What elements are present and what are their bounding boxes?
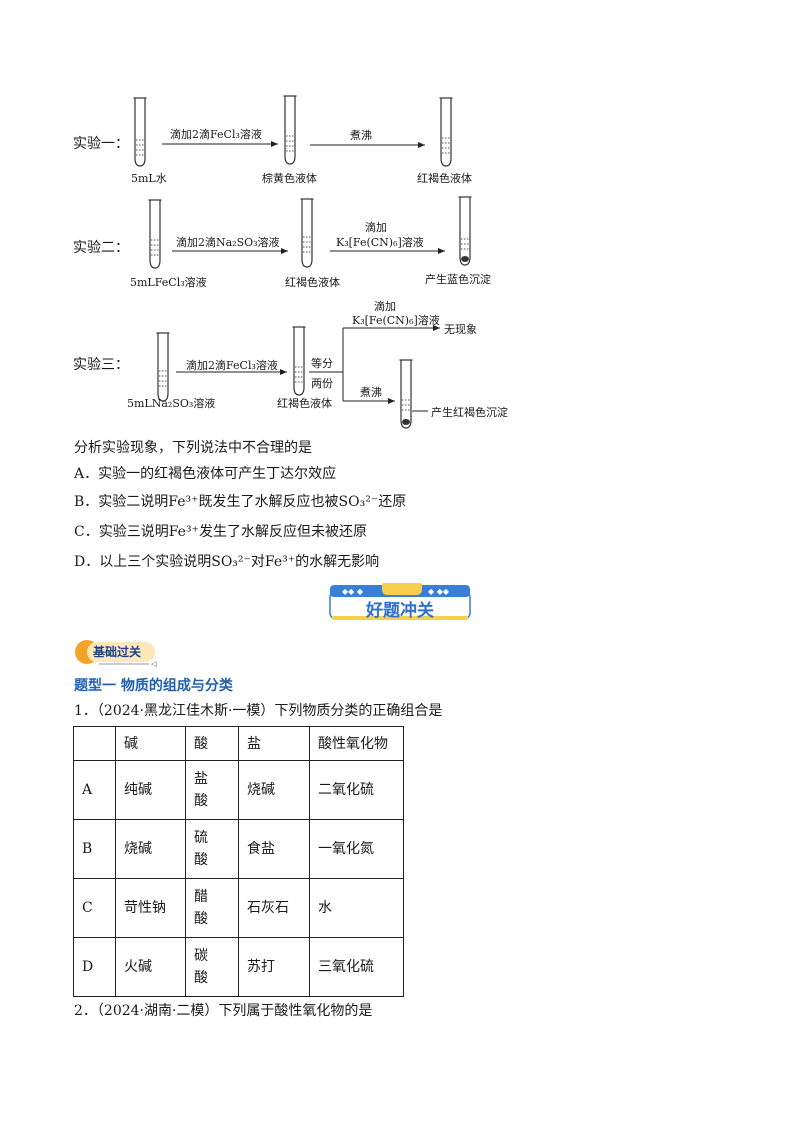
svg-text:◆ ◆◆: ◆ ◆◆: [428, 587, 450, 596]
exp2-arrow2-label-top: 滴加: [365, 221, 387, 234]
exp3-branch2-label: 煮沸: [360, 386, 382, 399]
section-badge-graphic: ◁: [75, 640, 157, 668]
table-cell: 火碱: [115, 937, 186, 997]
table-header-cell: [73, 726, 116, 761]
section-badge-title: 基础过关: [93, 645, 142, 659]
exp3-start-label: 5mLNa₂SO₃溶液: [127, 397, 216, 410]
table-header-cell: 盐: [238, 726, 310, 761]
exp2-end-label: 产生蓝色沉淀: [425, 273, 491, 286]
exp1-tube-start: [132, 97, 148, 167]
exp3-branch1-label-top: 滴加: [374, 300, 396, 313]
experiment-diagram: [132, 95, 473, 429]
table-cell: 石灰石: [238, 878, 310, 938]
table-cell: 食盐: [238, 819, 310, 879]
exp2-mid-label: 红褐色液体: [285, 276, 340, 289]
table-cell: 一氧化氮: [309, 819, 404, 879]
exp1-tube-mid: [282, 95, 298, 165]
banner-title: 好题冲关: [366, 601, 434, 621]
option-b: B．实验二说明Fe³⁺既发生了水解反应也被SO₃²⁻还原: [74, 494, 407, 510]
exp1-start-label: 5mL水: [131, 172, 167, 185]
exp3-branch1-result: 无现象: [444, 323, 477, 336]
exp1-end-label: 红褐色液体: [417, 172, 472, 185]
exp2-diagram: [147, 196, 473, 269]
table-cell: 烧碱: [115, 819, 186, 879]
exp3-branch2-result: 产生红褐色沉淀: [431, 406, 508, 419]
exp3-tube-mid: [291, 326, 307, 396]
table-cell: 盐 酸: [185, 760, 239, 820]
exp2-arrow1-label: 滴加2滴Na₂SO₃溶液: [176, 236, 280, 249]
table-cell: 苛性钠: [115, 878, 186, 938]
option-a: A．实验一的红褐色液体可产生丁达尔效应: [74, 466, 337, 482]
q1-stem: 1．（2024·黑龙江佳木斯·一模）下列物质分类的正确组合是: [74, 703, 443, 719]
exp1-label: 实验一：: [73, 136, 129, 152]
table-cell: 碳 酸: [185, 937, 239, 997]
table-cell: A: [73, 760, 116, 820]
question-stem: 分析实验现象，下列说法中不合理的是: [74, 440, 312, 456]
exp3-mid-label: 红褐色液体: [277, 397, 332, 410]
table-header-cell: 酸性氧化物: [309, 726, 404, 761]
exp3-diagram: [155, 325, 440, 429]
table-cell: 二氧化硫: [309, 760, 404, 820]
table-header-row: 碱酸盐酸性氧化物: [73, 726, 404, 761]
option-c: C．实验三说明Fe³⁺发生了水解反应但未被还原: [74, 524, 367, 540]
table-header-cell: 酸: [185, 726, 239, 761]
table-cell: 烧碱: [238, 760, 310, 820]
option-d: D．以上三个实验说明SO₃²⁻对Fe³⁺的水解无影响: [74, 554, 380, 570]
banner-good-questions: ◆◆ ◆ ◆ ◆◆ 好题冲关: [328, 581, 472, 621]
table-cell: 水: [309, 878, 404, 938]
exp3-split-label-bottom: 两份: [311, 377, 333, 390]
table-header-cell: 碱: [115, 726, 186, 761]
section-badge: ◁ 基础过关: [73, 639, 163, 668]
table-cell: 醋 酸: [185, 878, 239, 938]
exp3-arrow1-label: 滴加2滴FeCl₃溶液: [186, 359, 278, 372]
exp1-diagram: [132, 95, 454, 167]
exp2-tube-start: [147, 199, 163, 269]
exp3-split-label-top: 等分: [311, 357, 333, 370]
table-cell: D: [73, 937, 116, 997]
exp1-mid-label: 棕黄色液体: [262, 172, 317, 185]
exp3-branch1-label-bottom: K₃[Fe(CN)₆]溶液: [352, 314, 440, 327]
exp1-arrow2-label: 煮沸: [350, 129, 372, 142]
table-cell: C: [73, 878, 116, 938]
exp1-arrow1-label: 滴加2滴FeCl₃溶液: [170, 128, 262, 141]
exp2-tube-end: [457, 196, 473, 266]
table-cell: 纯碱: [115, 760, 186, 820]
table-cell: 三氧化硫: [309, 937, 404, 997]
exp2-label: 实验二：: [73, 240, 129, 256]
exp3-tube-start: [155, 332, 171, 402]
banner-graphic: ◆◆ ◆ ◆ ◆◆: [329, 581, 471, 620]
svg-text:◁: ◁: [151, 660, 157, 667]
exp1-tube-end: [438, 97, 454, 167]
exp2-arrow2-label-bottom: K₃[Fe(CN)₆]溶液: [336, 236, 424, 249]
exp3-tube-branch2: [398, 359, 414, 429]
table-cell: B: [73, 819, 116, 879]
svg-text:◆◆ ◆: ◆◆ ◆: [342, 587, 364, 596]
exp3-label: 实验三：: [73, 357, 129, 373]
table-cell: 苏打: [238, 937, 310, 997]
exp2-start-label: 5mLFeCl₃溶液: [130, 276, 207, 289]
exp2-tube-mid: [299, 198, 315, 268]
topic-heading: 题型一 物质的组成与分类: [74, 678, 233, 694]
table-cell: 硫 酸: [185, 819, 239, 879]
q2-stem: 2．（2024·湖南·二模）下列属于酸性氧化物的是: [74, 1003, 373, 1019]
